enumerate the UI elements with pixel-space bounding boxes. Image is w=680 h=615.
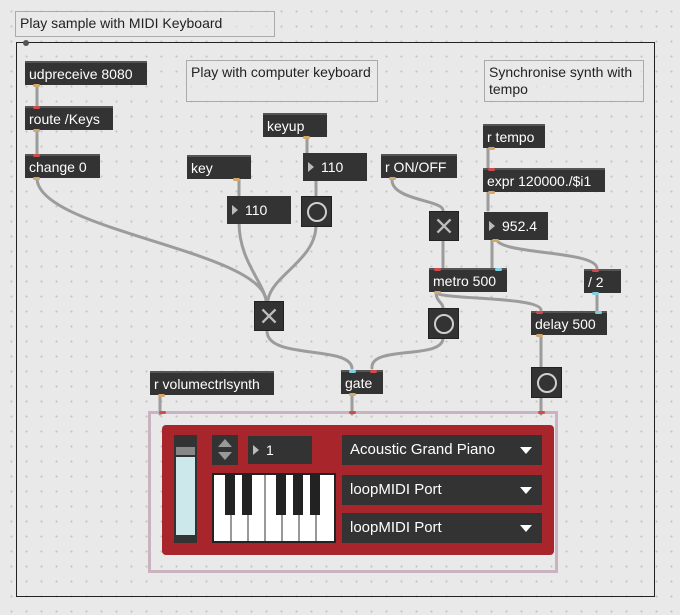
toggle-x-icon — [261, 308, 277, 324]
change-object[interactable]: change 0 — [25, 154, 100, 180]
bang-button-delay[interactable] — [531, 367, 562, 398]
bang-button-keys[interactable] — [301, 196, 332, 227]
cord-number-div — [494, 236, 599, 270]
inlet-left[interactable] — [349, 370, 356, 373]
midi-out-menu[interactable]: loopMIDI Port — [342, 513, 542, 543]
cord-toggle-gate — [265, 329, 354, 370]
outlet[interactable] — [434, 291, 441, 294]
number-triangle-icon — [253, 445, 259, 455]
inlet[interactable] — [488, 168, 495, 171]
comment-sync-tempo: Synchronise synth with tempo — [484, 60, 644, 102]
toggle-x-icon — [436, 218, 452, 234]
outlet[interactable] — [303, 136, 310, 139]
toggle-onoff[interactable] — [429, 211, 459, 241]
cord-onoff-toggle — [390, 178, 445, 212]
bang-circle-icon — [537, 373, 557, 393]
volume-slider[interactable] — [174, 435, 197, 543]
r-tempo-object[interactable]: r tempo — [483, 124, 545, 150]
arrow-up-icon[interactable] — [218, 439, 232, 447]
inlet[interactable] — [592, 269, 599, 272]
outlet[interactable] — [349, 393, 356, 396]
bang-circle-icon — [307, 202, 327, 222]
bang-button-metro[interactable] — [428, 308, 459, 339]
route-object[interactable]: route /Keys — [25, 106, 113, 132]
volume-slider-fill — [176, 457, 195, 535]
toggle-keys[interactable] — [254, 301, 284, 331]
piano-keys-graphic — [225, 475, 320, 541]
outlet[interactable] — [33, 177, 40, 180]
cord-metro-delay — [434, 290, 543, 312]
title-comment: Play sample with MIDI Keyboard — [15, 11, 275, 37]
bang-circle-icon — [434, 314, 454, 334]
dropdown-caret-icon — [520, 487, 532, 494]
outlet[interactable] — [33, 129, 40, 132]
divide-object[interactable]: / 2 — [584, 269, 621, 295]
outlet[interactable] — [33, 84, 40, 87]
instrument-menu[interactable]: Acoustic Grand Piano — [342, 435, 542, 465]
comment-computer-keyboard: Play with computer keyboard — [186, 60, 378, 102]
title-comment-text: Play sample with MIDI Keyboard — [20, 15, 223, 31]
cord-change-toggle — [35, 176, 268, 302]
inlet-sync[interactable] — [538, 411, 545, 414]
outlet[interactable] — [536, 334, 543, 337]
outlet[interactable] — [233, 178, 240, 181]
inlet[interactable] — [33, 154, 40, 157]
dropdown-caret-icon — [520, 525, 532, 532]
channel-number-box[interactable]: 1 — [248, 436, 312, 464]
delay-object[interactable]: delay 500 — [531, 311, 607, 337]
inlet[interactable] — [33, 106, 40, 109]
r-volume-object[interactable]: r volumectrlsynth — [150, 371, 274, 397]
cord-keynum-toggle — [237, 220, 268, 302]
gate-object[interactable]: gate — [341, 370, 383, 396]
midi-in-menu[interactable]: loopMIDI Port — [342, 475, 542, 505]
cord-bang-gate — [370, 336, 445, 370]
expr-object[interactable]: expr 120000./$i1 — [483, 168, 605, 194]
cord-metro-bang — [434, 290, 445, 310]
piano-keys[interactable] — [212, 473, 336, 543]
frame-handle[interactable] — [23, 40, 29, 46]
udpreceive-object[interactable]: udpreceive 8080 — [25, 61, 147, 87]
outlet[interactable] — [592, 292, 599, 295]
dropdown-caret-icon — [520, 447, 532, 454]
inlet-notes[interactable] — [349, 411, 356, 414]
volume-slider-handle[interactable] — [176, 447, 195, 455]
subpatch-frame — [16, 42, 655, 597]
number-triangle-icon — [308, 162, 314, 172]
cord-bang-toggle — [266, 223, 318, 302]
inlet-right[interactable] — [495, 268, 502, 271]
inlet-right[interactable] — [595, 311, 602, 314]
inlet[interactable] — [536, 311, 543, 314]
octave-stepper[interactable] — [212, 435, 238, 465]
inlet-right[interactable] — [370, 370, 377, 373]
key-object[interactable]: key — [187, 155, 251, 181]
key-number-box[interactable]: 110 — [227, 196, 291, 224]
outlet[interactable] — [492, 239, 499, 242]
number-triangle-icon — [232, 205, 238, 215]
keyup-object[interactable]: keyup — [263, 113, 327, 139]
inlet[interactable] — [434, 268, 441, 271]
keyup-number-box[interactable]: 110 — [303, 153, 367, 181]
inlet-volume[interactable] — [159, 411, 166, 414]
outlet[interactable] — [158, 394, 165, 397]
tempo-number-box[interactable]: 952.4 — [484, 212, 548, 242]
outlet[interactable] — [488, 147, 495, 150]
r-onoff-object[interactable]: r ON/OFF — [381, 154, 457, 180]
metro-object[interactable]: metro 500 — [429, 268, 507, 294]
outlet[interactable] — [389, 177, 396, 180]
number-triangle-icon — [489, 221, 495, 231]
synth-device[interactable]: 1 Acoustic Grand Piano loopMIDI Port loo… — [159, 411, 554, 555]
arrow-down-icon[interactable] — [218, 452, 232, 460]
outlet[interactable] — [488, 191, 495, 194]
